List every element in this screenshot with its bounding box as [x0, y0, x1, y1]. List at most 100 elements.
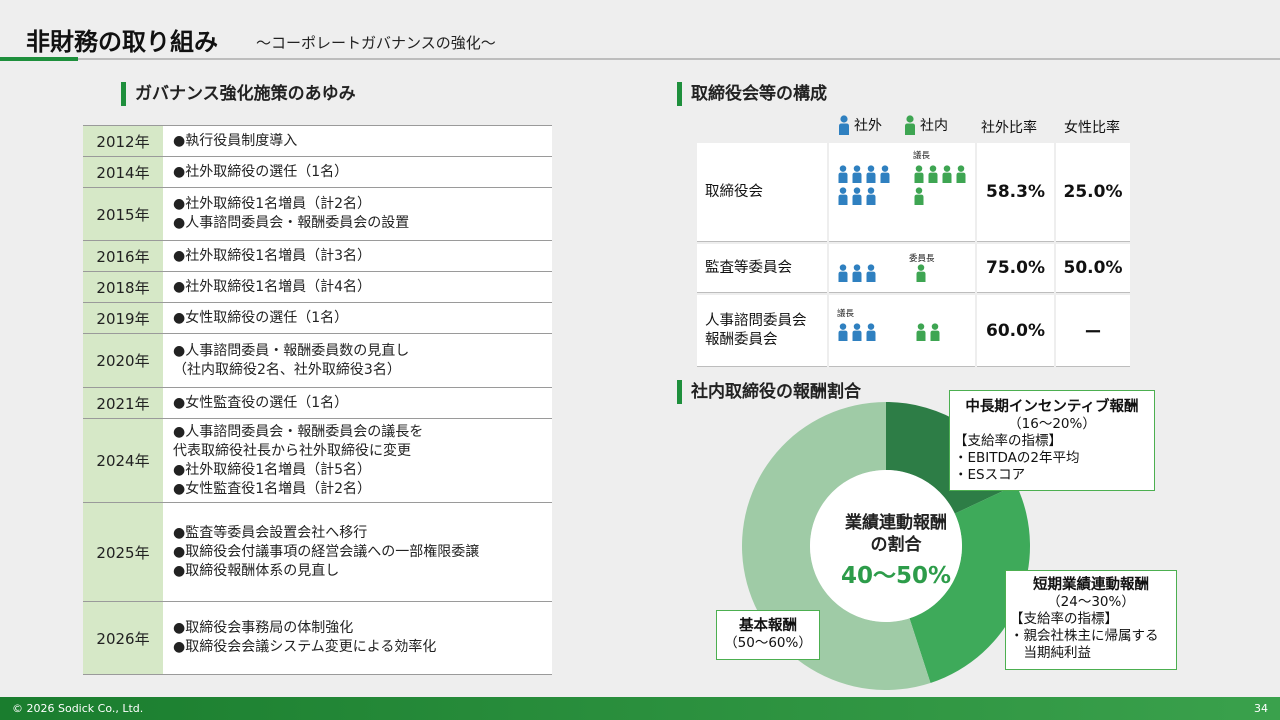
- timeline-row: 2015年 ●社外取締役1名増員（計2名） ●人事諮問委員会・報酬委員会の設置: [83, 187, 552, 240]
- donut-center-line-2: の割合: [870, 535, 922, 555]
- timeline-event: 代表取締役社長から社外取締役に変更: [173, 442, 411, 459]
- timeline-event: ●執行役員制度導入: [173, 132, 298, 149]
- female-ratio-value: 50.0%: [1056, 244, 1130, 293]
- person-outside-icon: [851, 323, 863, 341]
- person-outside-group: [837, 165, 891, 183]
- timeline-events: ●社外取締役1名増員（計2名） ●人事諮問委員会・報酬委員会の設置: [163, 188, 552, 240]
- callout-line: 【支給率の指標】: [1010, 611, 1118, 627]
- legend-outside: 社外: [838, 112, 882, 138]
- timeline-row: 2012年 ●執行役員制度導入: [83, 125, 552, 156]
- timeline-events: ●人事諮問委員会・報酬委員会の議長を代表取締役社長から社外取締役に変更 ●社外取締…: [163, 419, 552, 502]
- member-icons: 委員長: [829, 244, 975, 293]
- compensation-heading-text: 社内取締役の報酬割合: [691, 382, 861, 402]
- timeline-year: 2019年: [83, 303, 163, 333]
- timeline-event: ●取締役会付議事項の経営会議への一部権限委譲: [173, 543, 480, 560]
- timeline-heading-text: ガバナンス強化施策のあゆみ: [135, 84, 356, 104]
- timeline-events: ●女性監査役の選任（1名）: [163, 388, 552, 418]
- timeline-row: 2014年●社外取締役の選任（1名）: [83, 156, 552, 187]
- board-heading-text: 取締役会等の構成: [691, 84, 827, 104]
- heading-accent-bar: [677, 82, 682, 106]
- member-icons: 議長: [829, 295, 975, 367]
- timeline-year: 2025年: [83, 503, 163, 601]
- compensation-heading: 社内取締役の報酬割合: [677, 379, 861, 405]
- person-outside-icon: [865, 165, 877, 183]
- callout-line: 【支給率の指標】: [954, 433, 1062, 449]
- person-outside-icon: [865, 323, 877, 341]
- person-outside-icon: [865, 187, 877, 205]
- board-legend: 社外 社内: [838, 110, 948, 140]
- heading-accent-bar: [677, 380, 682, 404]
- person-outside-icon: [851, 187, 863, 205]
- timeline-row: 2021年●女性監査役の選任（1名）: [83, 387, 552, 418]
- page-title: 非財務の取り組み: [26, 28, 218, 56]
- outside-ratio-header: 社外比率: [981, 120, 1037, 136]
- person-outside-icon: [837, 187, 849, 205]
- person-outside-icon: [865, 264, 877, 282]
- chair-tag: 議長: [837, 309, 855, 319]
- timeline-year: 2018年: [83, 272, 163, 302]
- base-compensation-callout: 基本報酬 （50～60%）: [716, 610, 820, 660]
- person-inside-icon: [913, 165, 925, 183]
- short-term-performance-callout: 短期業績連動報酬 （24～30%） 【支給率の指標】 ・親会社株主に帰属する 当…: [1005, 570, 1177, 670]
- timeline-events: ●取締役会事務局の体制強化 ●取締役会会議システム変更による効率化: [163, 602, 552, 674]
- timeline-events: ●社外取締役1名増員（計4名）: [163, 272, 552, 302]
- member-icons: 議長: [829, 143, 975, 242]
- timeline-events: ●女性取締役の選任（1名）: [163, 303, 552, 333]
- callout-line: 当期純利益: [1010, 645, 1091, 661]
- outside-ratio-value: 58.3%: [977, 143, 1054, 242]
- page-subtitle: ～コーポレートガバナンスの強化～: [256, 34, 496, 52]
- timeline-heading: ガバナンス強化施策のあゆみ: [121, 81, 356, 107]
- timeline-row: 2019年●女性取締役の選任（1名）: [83, 302, 552, 333]
- chair-tag: 議長: [913, 151, 931, 161]
- page-number: 34: [1254, 702, 1268, 715]
- person-inside-group: [913, 165, 967, 183]
- heading-accent-bar: [121, 82, 126, 106]
- timeline-event: ●人事諮問委員会・報酬委員会の議長を: [173, 423, 424, 440]
- female-ratio-value: ー: [1056, 295, 1130, 367]
- timeline-event: ●社外取締役1名増員（計5名）: [173, 461, 372, 478]
- timeline-year: 2012年: [83, 126, 163, 156]
- person-inside-group: [913, 187, 925, 205]
- person-outside-icon: [851, 165, 863, 183]
- timeline-event: ●人事諮問委員会・報酬委員会の設置: [173, 215, 410, 231]
- timeline-event: ●社外取締役1名増員（計2名）: [173, 196, 372, 212]
- callout-range: （50～60%）: [724, 635, 812, 651]
- person-inside-icon: [915, 323, 927, 341]
- footer-bar: © 2026 Sodick Co., Ltd. 34: [0, 697, 1280, 720]
- donut-hole: [810, 470, 962, 622]
- timeline-event: ●人事諮問委員・報酬委員数の見直し: [173, 342, 410, 359]
- timeline-event: ●取締役会会議システム変更による効率化: [173, 639, 437, 655]
- person-inside-group: [915, 264, 927, 282]
- timeline-row: 2020年 ●人事諮問委員・報酬委員数の見直し （社内取締役2名、社外取締役3名）: [83, 333, 552, 387]
- title-accent: [0, 57, 78, 61]
- donut-center-label: 業績連動報酬 の割合: [822, 512, 970, 556]
- timeline-event: ●社外取締役1名増員（計4名）: [173, 278, 372, 295]
- donut-center-line-1: 業績連動報酬: [845, 513, 947, 533]
- timeline-row: 2016年●社外取締役1名増員（計3名）: [83, 240, 552, 271]
- timeline-year: 2015年: [83, 188, 163, 240]
- outside-ratio-value: 75.0%: [977, 244, 1054, 293]
- legend-inside: 社内: [904, 112, 948, 138]
- person-outside-icon: [851, 264, 863, 282]
- timeline-row: 2026年●取締役会事務局の体制強化●取締役会会議システム変更による効率化: [83, 601, 552, 675]
- female-ratio-value: 25.0%: [1056, 143, 1130, 242]
- timeline-row: 2018年 ●社外取締役1名増員（計4名）: [83, 271, 552, 302]
- timeline-event: ●社外取締役1名増員（計3名）: [173, 247, 372, 264]
- timeline-event: ●取締役報酬体系の見直し: [173, 562, 340, 579]
- timeline-row: 2024年●人事諮問委員会・報酬委員会の議長を代表取締役社長から社外取締役に変更…: [83, 418, 552, 502]
- board-body-name-line: 人事諮問委員会: [705, 312, 807, 329]
- timeline-year: 2014年: [83, 157, 163, 187]
- person-outside-group: [837, 264, 877, 282]
- callout-title: 中長期インセンティブ報酬: [965, 399, 1139, 415]
- timeline-event: ●取締役会事務局の体制強化: [173, 620, 354, 636]
- board-body-name-line: 監査等委員会: [705, 259, 792, 276]
- timeline-event: （社内取締役2名、社外取締役3名）: [173, 361, 401, 378]
- board-body-name: 監査等委員会: [697, 244, 827, 293]
- timeline-event: ●女性監査役の選任（1名）: [173, 394, 349, 411]
- timeline-year: 2020年: [83, 334, 163, 387]
- legend-outside-label: 社外: [854, 118, 882, 134]
